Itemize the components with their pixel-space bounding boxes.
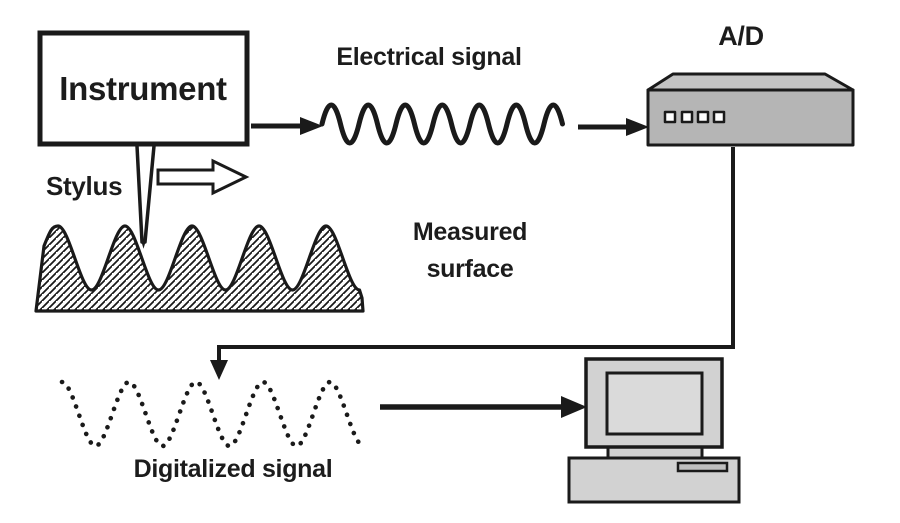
measured-surface-profile — [34, 224, 365, 313]
measured-surface-label-line2: surface — [426, 255, 514, 283]
arrow-signal-to-ad — [578, 118, 649, 136]
arrowhead-right-icon — [561, 396, 587, 418]
measured-surface-label: Measured surface — [412, 214, 528, 288]
arrow-instrument-to-signal — [251, 117, 323, 135]
stylus-label: Stylus — [46, 171, 123, 201]
ad-indicator-squares — [663, 110, 726, 124]
measured-surface-label-line1: Measured — [412, 218, 528, 246]
arrowhead-right-icon — [626, 118, 649, 136]
instrument-box — [37, 30, 250, 147]
stylus-tip — [141, 241, 146, 249]
arrowhead-down-icon — [210, 360, 228, 380]
instrument-label: Instrument — [59, 69, 227, 107]
arrowhead-right-icon — [300, 117, 323, 135]
motion-arrow-icon — [156, 158, 250, 196]
ad-box-top-face — [646, 72, 855, 92]
arrow-digitalized-to-computer — [380, 396, 587, 418]
disk-drive-slot — [676, 461, 729, 473]
digitalized-signal-wave — [59, 379, 366, 449]
ad-to-digitalized-connector — [210, 147, 735, 380]
stylus-probe — [135, 144, 156, 249]
digitalized-signal-label: Digitalized signal — [133, 455, 333, 483]
electrical-signal-label: Electrical signal — [336, 43, 522, 71]
monitor-screen — [605, 371, 704, 436]
ad-converter-box — [646, 72, 855, 147]
electrical-signal-wave — [319, 102, 565, 146]
ad-box-front-face — [646, 88, 855, 147]
computer — [567, 357, 741, 504]
ad-converter-label: A/D — [718, 21, 764, 51]
